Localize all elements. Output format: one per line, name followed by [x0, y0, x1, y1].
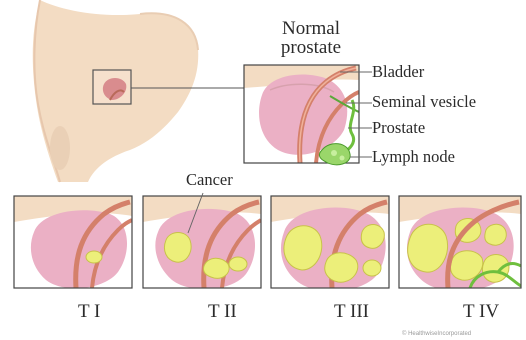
stage-label-t2: T II: [208, 302, 237, 321]
stage-panel-t1: [14, 196, 132, 288]
tumor: [363, 260, 381, 276]
diagram-title-line2: prostate: [251, 38, 371, 57]
label-prostate: Prostate: [372, 120, 425, 137]
label-cancer: Cancer: [186, 172, 233, 189]
tumor: [482, 255, 508, 283]
stage-panel-t4: [399, 196, 521, 291]
tumor: [229, 257, 247, 271]
tumor: [284, 226, 322, 270]
label-seminal-vesicle: Seminal vesicle: [372, 94, 476, 111]
stage-label-t3: T III: [334, 302, 369, 321]
tumor: [485, 224, 506, 245]
stage-label-t4: T IV: [463, 302, 499, 321]
tumor: [325, 253, 358, 282]
tumor: [361, 225, 384, 249]
label-lymph-node: Lymph node: [372, 149, 455, 166]
tumor: [164, 233, 191, 263]
stage-panel-t2: [143, 196, 261, 289]
normal-prostate-panel: [244, 65, 372, 165]
tumor: [203, 258, 229, 278]
label-bladder: Bladder: [372, 64, 424, 81]
tumor: [86, 251, 102, 263]
diagram-title-line1: Normal: [251, 19, 371, 38]
stage-label-t1: T I: [78, 302, 100, 321]
tumor: [408, 224, 448, 272]
stage-panel-t3: [271, 196, 389, 291]
copyright-credit: © HealthwiseIncorporated: [402, 331, 471, 337]
